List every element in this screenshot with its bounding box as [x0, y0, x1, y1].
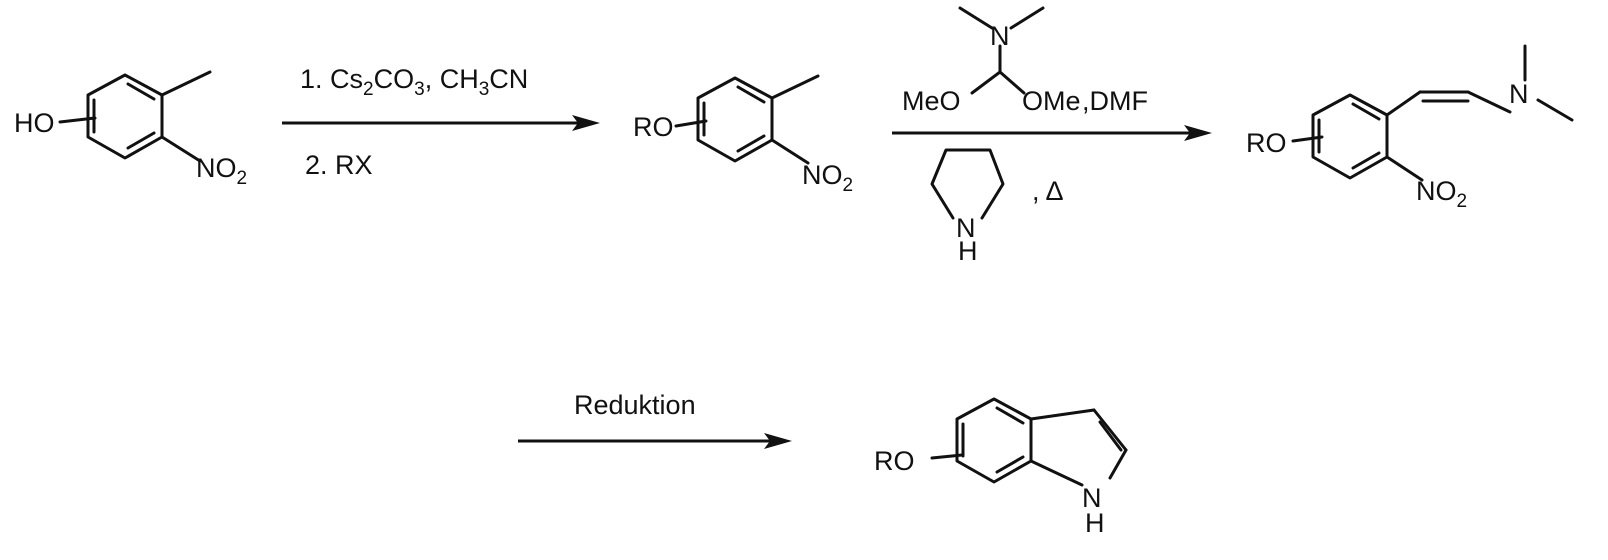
compound-2-alkoxy-nitrotoluene: RO NO2: [633, 76, 853, 196]
dimethylamino-nitrogen-label: N: [1509, 79, 1529, 109]
nitro-label: NO2: [196, 153, 247, 189]
compound-3-enamine: RO N NO2: [1246, 46, 1572, 212]
reagent-nitrogen-label: N: [990, 21, 1010, 51]
nitro-label: NO2: [802, 160, 853, 196]
reaction-arrow-1: 1. Cs2CO3, CH3CN 2. RX: [282, 64, 600, 180]
step1-reagents-line2: 2. RX: [305, 150, 373, 180]
pyrrolidine-hydrogen-label: H: [958, 236, 978, 266]
dmf-dimethylacetal-reagent: N MeO OMe ,DMF: [902, 8, 1148, 116]
alkoxy-label: RO: [633, 112, 674, 142]
alkoxy-label: RO: [874, 446, 915, 476]
step1-reagents-line1: 1. Cs2CO3, CH3CN: [300, 64, 528, 100]
hydroxy-label: HO: [14, 108, 55, 138]
reaction-arrow-2: N MeO OMe ,DMF N H , Δ: [892, 8, 1212, 266]
methoxy-right-label: OMe: [1022, 86, 1081, 116]
indole-hydrogen-label: H: [1085, 508, 1105, 538]
methoxy-left-label: MeO: [902, 86, 961, 116]
solvent-label: ,DMF: [1082, 86, 1148, 116]
reaction-arrow-3: Reduktion: [518, 390, 792, 449]
product-alkoxyindole: RO N H: [874, 399, 1126, 538]
alkoxy-label: RO: [1246, 128, 1287, 158]
nitro-label: NO2: [1416, 176, 1467, 212]
heat-label: , Δ: [1032, 176, 1064, 206]
pyrrolidine-reagent: N H , Δ: [932, 150, 1064, 266]
compound-1-hydroxy-nitrotoluene: HO NO2: [14, 72, 247, 189]
reduction-label: Reduktion: [574, 390, 696, 420]
